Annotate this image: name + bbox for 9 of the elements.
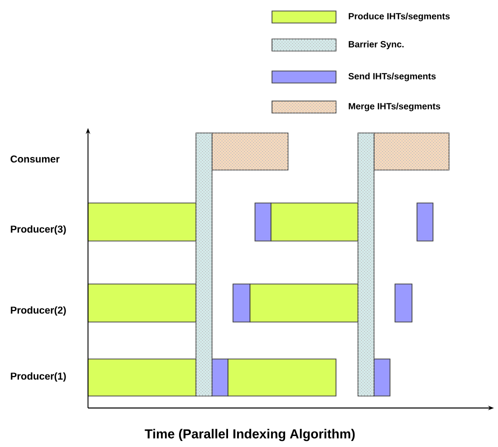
legend-label: Merge IHTs/segments	[348, 102, 440, 112]
row-label: Consumer	[10, 155, 60, 163]
legend-label: Produce IHTs/segments	[348, 12, 450, 22]
row-label: Producer(2)	[10, 306, 66, 316]
row-label: Producer(1)	[10, 372, 66, 382]
axis-title: Time (Parallel Indexing Algorithm)	[144, 428, 355, 442]
legend-label: Send IHTs/segments	[348, 72, 436, 82]
legend-label: Barrier Sync.	[348, 40, 404, 50]
row-label: Producer(3)	[10, 225, 66, 235]
